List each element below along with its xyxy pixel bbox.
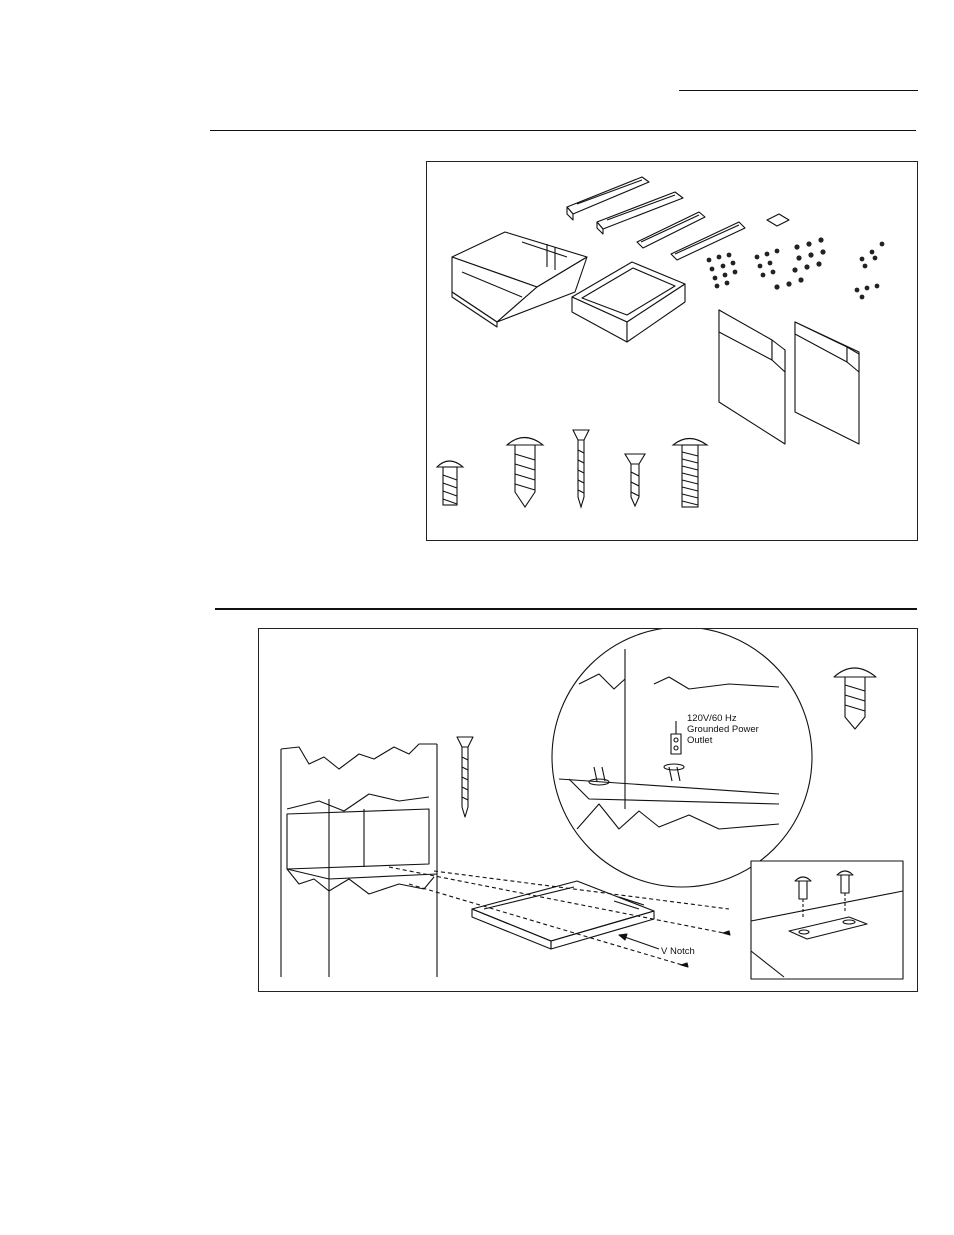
section-rule-parts: [210, 130, 916, 131]
outlet-label-line1: 120V/60 Hz: [687, 713, 737, 724]
fastener-group-1: [707, 253, 738, 289]
side-panel-left: [719, 310, 785, 444]
install-illustration: 120V/60 Hz Grounded Power Outlet V Notch: [259, 629, 917, 991]
screw-pan-head-machine: [673, 439, 707, 508]
header-rule-short: [679, 90, 918, 91]
small-bracket: [767, 214, 789, 226]
outlet-label-line2: Grounded Power: [687, 724, 759, 735]
screw-pan-head-short: [437, 461, 463, 505]
fastener-group-4: [855, 242, 885, 300]
outlet-label-line3: Outlet: [687, 735, 713, 746]
fastener-group-3: [774, 237, 825, 289]
small-screw-b: [681, 963, 688, 967]
fastener-clusters: [707, 237, 885, 299]
drawer-tray-large: [452, 232, 587, 327]
parts-illustration: [427, 162, 917, 540]
fastener-group-2: [755, 249, 780, 278]
rails: [567, 177, 745, 260]
small-screw-a: [723, 931, 730, 935]
flat-head-screw-large: [457, 737, 473, 817]
drawer-tray-small: [572, 262, 685, 342]
screw-flat-head-short: [625, 454, 645, 506]
outlet-detail-circle: [552, 629, 812, 887]
screw-flat-head-long: [573, 430, 589, 507]
section-rule-install: [215, 608, 917, 610]
side-panel-right: [795, 322, 859, 444]
drawer-tray-insert: [472, 881, 654, 949]
install-figure: 120V/60 Hz Grounded Power Outlet V Notch: [258, 628, 918, 992]
notch-arrowhead: [619, 934, 627, 940]
v-notch-label: V Notch: [661, 946, 695, 957]
truss-screw-large: [834, 668, 876, 729]
screw-legend: [437, 430, 707, 507]
parts-figure: [426, 161, 918, 541]
screw-truss-head-tapping: [507, 438, 543, 508]
bracket-inset: [751, 861, 903, 979]
cabinet-opening: [281, 744, 437, 977]
